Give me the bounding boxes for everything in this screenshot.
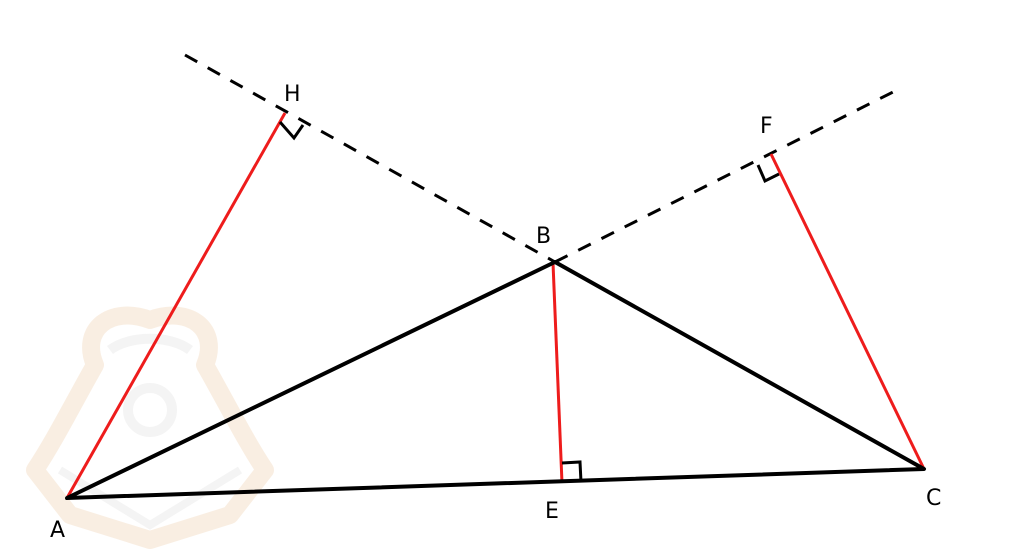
label-point-e: E: [545, 499, 559, 524]
altitude-ah: [65, 112, 287, 499]
extension-line-ab: [184, 53, 556, 264]
extension-line-cb: [554, 90, 894, 264]
right-angle-marker-e: [561, 460, 583, 483]
triangle-abc: [65, 260, 926, 500]
right-angle-marker-h: [278, 121, 305, 141]
altitude-be: [551, 262, 564, 484]
label-point-h: H: [284, 82, 301, 107]
label-point-a: A: [50, 518, 65, 543]
right-angle-marker-f: [756, 164, 780, 184]
label-point-f: F: [760, 114, 773, 139]
label-point-c: C: [926, 486, 941, 511]
altitude-cf: [769, 153, 926, 470]
label-point-b: B: [536, 224, 551, 249]
